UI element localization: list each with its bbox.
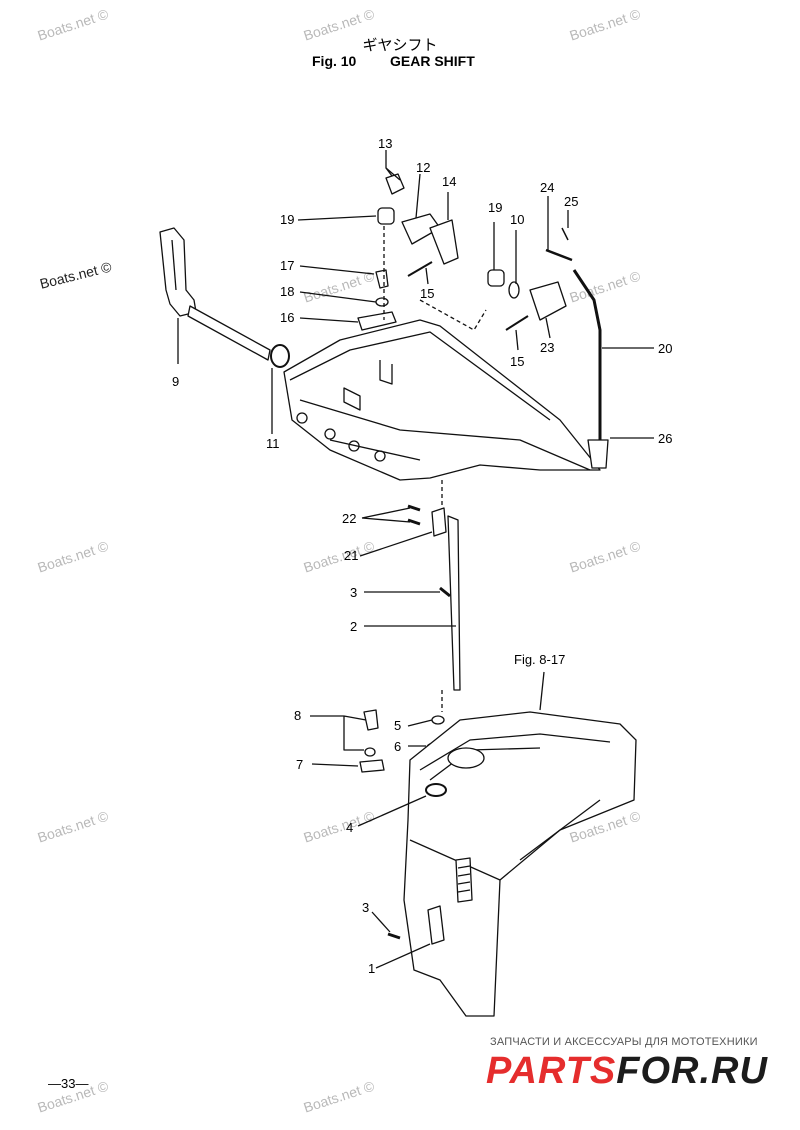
seal-4 [425,783,447,797]
callout-15b: 15 [510,354,525,369]
callout-16: 16 [280,310,295,325]
callout-8: 8 [294,708,302,723]
brand-logo: PARTSFOR.RU [486,1050,768,1093]
shift-rod-2 [447,515,461,691]
grommet-26 [587,439,609,469]
callout-3b: 3 [362,900,370,915]
reference-fig: Fig. 8-17 [514,652,566,667]
clip-25 [561,227,569,241]
bolt-13 [385,173,405,195]
callout-25: 25 [564,194,579,209]
callout-6: 6 [394,739,402,754]
screw-15b [505,315,529,331]
title-japanese: ギヤシフト [362,36,438,54]
brand-name-dark: FOR.RU [616,1050,768,1092]
callout-11: 11 [266,436,280,451]
callout-3a: 3 [350,585,358,600]
bracket-16 [357,311,397,331]
collar-19a [377,207,395,225]
pin-3a [439,586,451,598]
callout-15a: 15 [420,286,435,301]
callout-18: 18 [280,284,295,299]
joint-21 [431,507,447,537]
callout-23: 23 [540,340,555,355]
bushing-11 [270,344,290,368]
callout-24: 24 [540,180,555,195]
brand-name-red: PARTS [486,1050,617,1092]
clip-1 [427,905,445,945]
shift-rod-20 [572,269,602,440]
callout-5: 5 [394,718,402,733]
callout-2: 2 [350,619,358,634]
pin-3b [387,932,401,940]
page-number-value: 33 [61,1076,76,1091]
pin-24 [545,248,573,262]
washer-8 [364,747,376,757]
oring-5 [431,715,445,725]
lever-23 [529,281,567,321]
figure-number: Fig. 10 [312,53,357,69]
upper-casing [403,711,637,1017]
callout-20: 20 [658,341,673,356]
page-number: —33— [48,1076,89,1091]
shift-lever [159,227,197,317]
callout-9: 9 [172,374,180,389]
washer-10 [508,281,520,299]
callout-12: 12 [416,160,431,175]
callout-22: 22 [342,511,357,526]
callout-26: 26 [658,431,673,446]
callout-19: 19 [488,200,503,215]
figure-title: GEAR SHIFT [390,53,475,69]
lever-14 [429,219,459,265]
callout-21: 21 [344,548,359,563]
pin-22b [407,518,421,526]
collar-19b [487,269,505,287]
callout-14: 14 [442,174,457,189]
washer-18 [375,297,389,307]
callout-10: 10 [510,212,525,227]
callout-1: 1 [368,961,376,976]
callout-7: 7 [296,757,304,772]
bolt-8 [363,709,379,731]
pin-22a [407,504,421,512]
callout-13: 13 [378,136,393,151]
brand-tagline: ЗАПЧАСТИ И АКСЕССУАРЫ ДЛЯ МОТОТЕХНИКИ [490,1036,758,1048]
callout-4: 4 [346,820,354,835]
callout-19-left: 19 [280,212,295,227]
plate-7 [359,759,385,773]
bolt-17 [375,269,389,289]
callout-17: 17 [280,258,295,273]
shift-lever-shaft [187,305,271,361]
screw-15a [407,261,433,277]
